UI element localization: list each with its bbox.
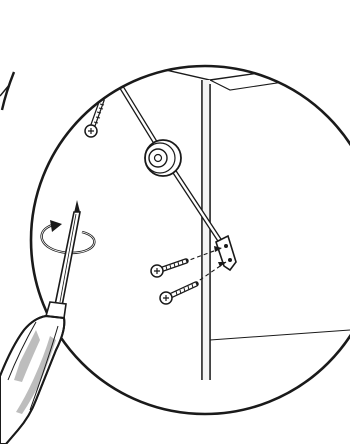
- friction-hinge: [145, 140, 181, 176]
- cabinet-panel-thickness: [202, 80, 210, 380]
- bracket-hole: [228, 258, 232, 262]
- bracket-hole: [224, 244, 228, 248]
- friction-hinge-pivot: [155, 155, 162, 162]
